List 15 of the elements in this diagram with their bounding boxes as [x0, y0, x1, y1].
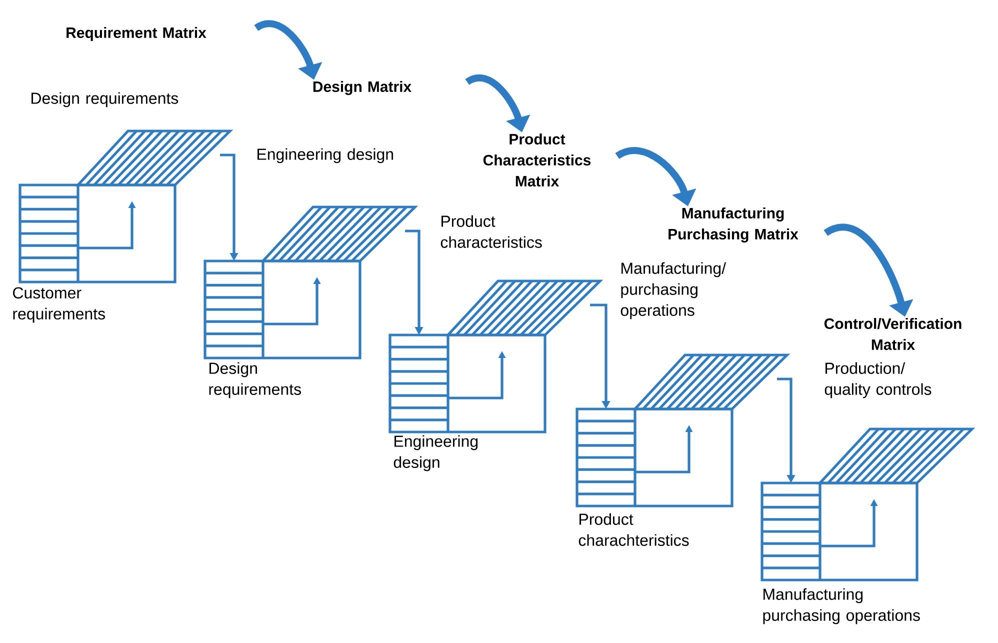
matrix-label: Manufacturing/ purchasing operations	[620, 262, 726, 320]
matrix-label: Production/ quality controls	[824, 362, 932, 398]
matrix-label: Engineering design	[258, 148, 393, 164]
matrix-title: Product Characteristics Matrix	[483, 134, 591, 186]
matrix-label: Product charachteristics	[578, 513, 689, 546]
matrix-label: Design requirements	[32, 92, 178, 108]
matrix-label: Design requirements	[209, 362, 301, 398]
matrix-title: Manufacturing Purchasing Matrix	[668, 207, 798, 243]
matrix-title: Requirement Matrix	[66, 27, 206, 41]
matrix-label: Engineering design	[394, 435, 478, 472]
matrix-title: Design Matrix	[313, 80, 412, 96]
matrix-title: Control/Verification Matrix	[824, 318, 962, 350]
matrix-label: Product characteristics	[440, 215, 542, 248]
matrix-label: Manufacturing purchasing operations	[763, 588, 920, 624]
matrix-label: Customer requirements	[13, 287, 105, 323]
